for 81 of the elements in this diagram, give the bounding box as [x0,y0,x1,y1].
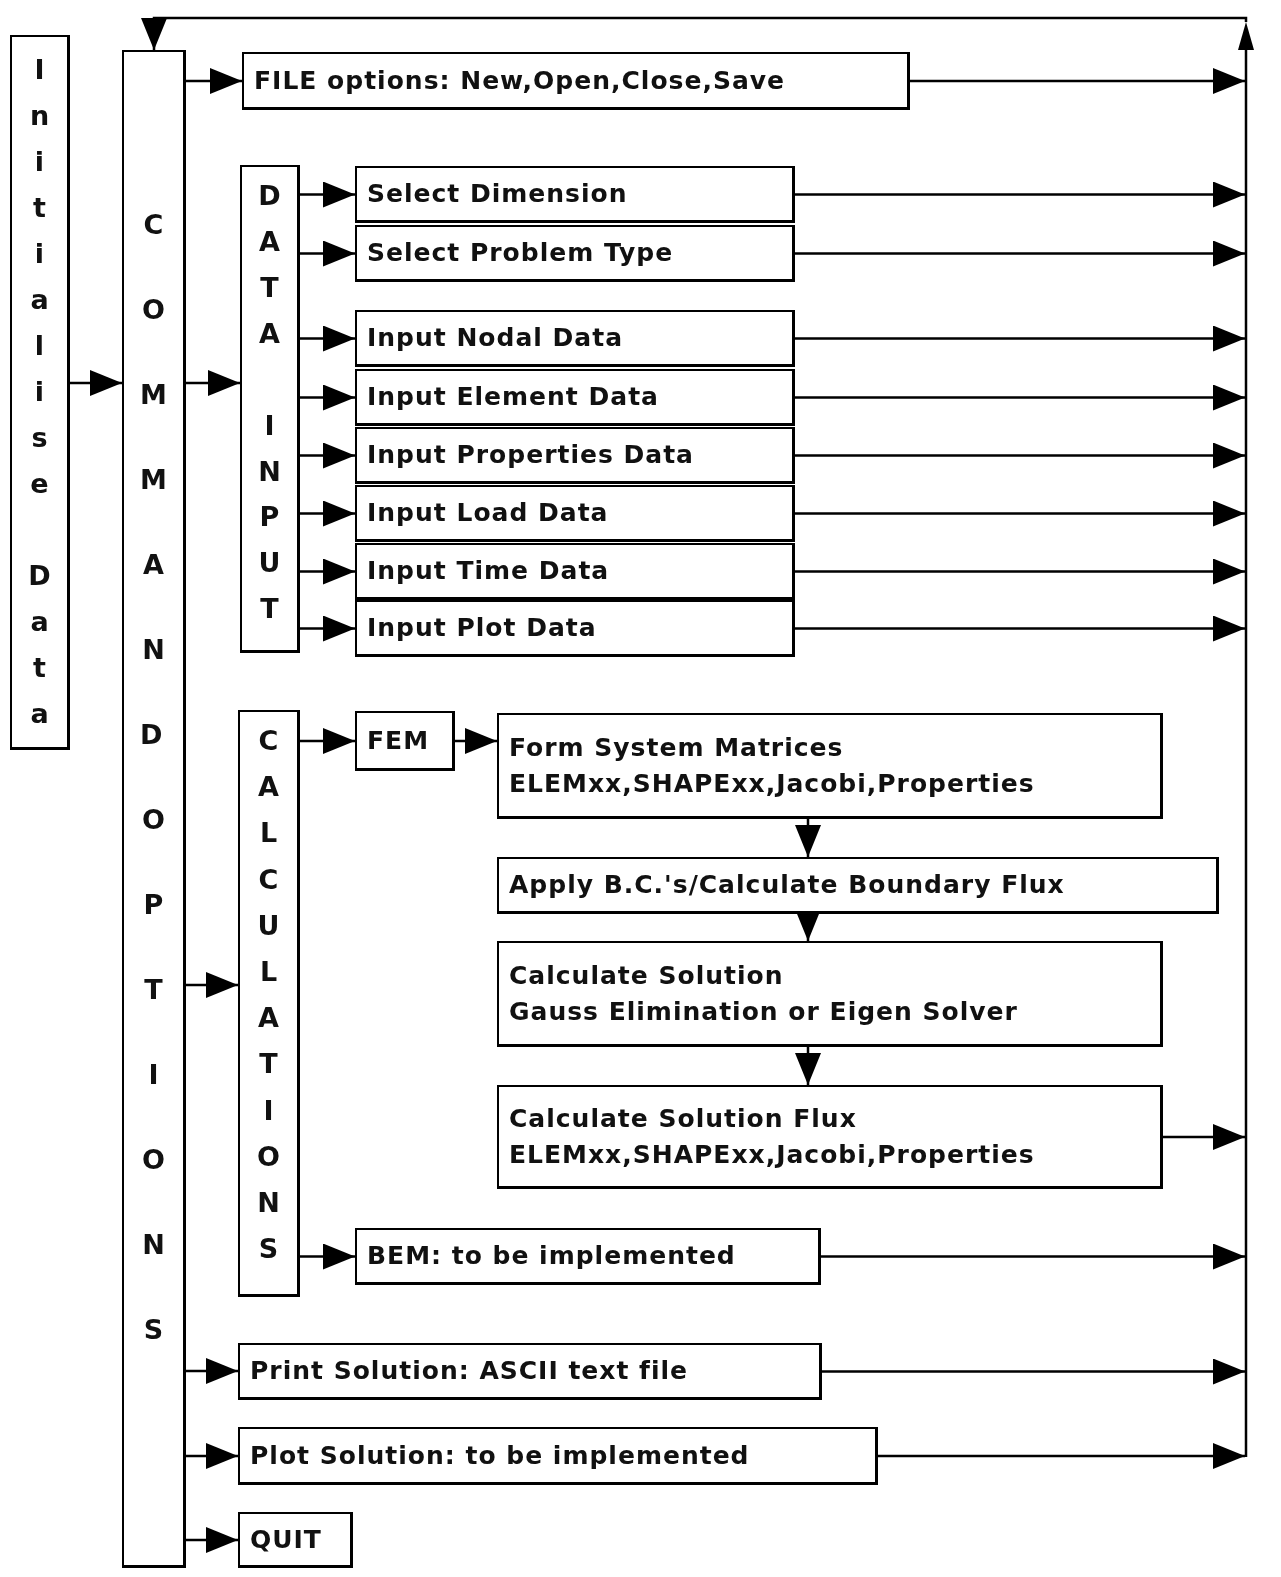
process-box [355,485,795,542]
box-label: Input Nodal Data [367,323,624,353]
arrow [795,181,1245,208]
box-label: Input Properties Data [367,440,694,470]
process-box [238,1427,878,1485]
arrow [141,16,1248,50]
arrow [186,68,242,94]
box-detail: Gauss Elimination or Eigen Solver [509,996,1018,1027]
vertical-label: DATA INPUT [258,181,281,624]
arrow [1163,1124,1245,1150]
arrow [186,972,238,998]
process-box [355,166,795,223]
box-label: BEM: to be implemented [367,1241,736,1271]
process-box [355,225,795,282]
box-label: Print Solution: ASCII text file [250,1356,689,1386]
arrow [186,1443,238,1469]
process-box [10,35,70,750]
arrow [300,240,355,267]
process-box [355,1228,821,1285]
arrow [300,558,355,585]
process-box [355,543,795,600]
arrow [795,500,1245,527]
process-box [355,427,795,484]
arrow [300,384,355,411]
arrow [795,442,1245,469]
box-label: Form System Matrices [509,732,844,763]
process-box [497,857,1219,914]
arrow [795,615,1245,642]
process-box [355,369,795,426]
process-box [355,310,795,367]
arrow [186,1358,238,1384]
process-box [497,941,1163,1047]
arrow [300,181,355,208]
process-box [355,600,795,657]
vertical-label: COMMAND OPTIONS [140,208,167,1347]
box-label: Input Element Data [367,382,659,412]
process-box [238,1512,353,1568]
box-label: Calculate Solution [509,960,784,991]
arrow [795,1047,821,1085]
box-label: QUIT [250,1524,322,1555]
arrow [300,325,355,352]
process-box [238,710,300,1297]
arrow [70,370,122,396]
arrow [186,370,240,396]
arrow [795,558,1245,585]
box-label: FEM [367,725,430,756]
box-label: FILE options: New,Open,Close,Save [254,65,786,96]
box-label: Input Load Data [367,498,609,528]
process-box [238,1343,822,1400]
arrow [795,819,821,857]
arrow [300,1243,355,1270]
process-box [240,165,300,653]
box-label: Select Dimension [367,179,628,209]
process-box [242,52,910,110]
box-label: Calculate Solution Flux [509,1103,857,1134]
process-box [497,713,1163,819]
box-label: Select Problem Type [367,238,674,268]
arrow [878,1443,1245,1469]
process-box [122,50,186,1568]
arrow [795,240,1245,267]
box-detail: ELEMxx,SHAPExx,Jacobi,Properties [509,1139,1035,1170]
arrow [455,728,497,754]
arrow [300,615,355,642]
arrow [821,1243,1245,1270]
box-detail: ELEMxx,SHAPExx,Jacobi,Properties [509,768,1035,799]
arrow [795,325,1245,352]
process-box [497,1085,1163,1189]
arrow [795,384,1245,411]
process-box [355,711,455,771]
arrow [300,442,355,469]
box-label: Apply B.C.'s/Calculate Boundary Flux [509,870,1065,900]
vertical-label: CALCULATIONS [257,726,280,1264]
box-label: Input Time Data [367,556,610,586]
box-label: Input Plot Data [367,613,597,643]
box-label: Plot Solution: to be implemented [250,1440,750,1471]
arrow [186,1527,238,1553]
arrow [910,68,1245,94]
arrow [822,1358,1245,1385]
vertical-label: Initialise Data [28,55,51,729]
arrow [300,728,355,754]
arrow [300,500,355,527]
